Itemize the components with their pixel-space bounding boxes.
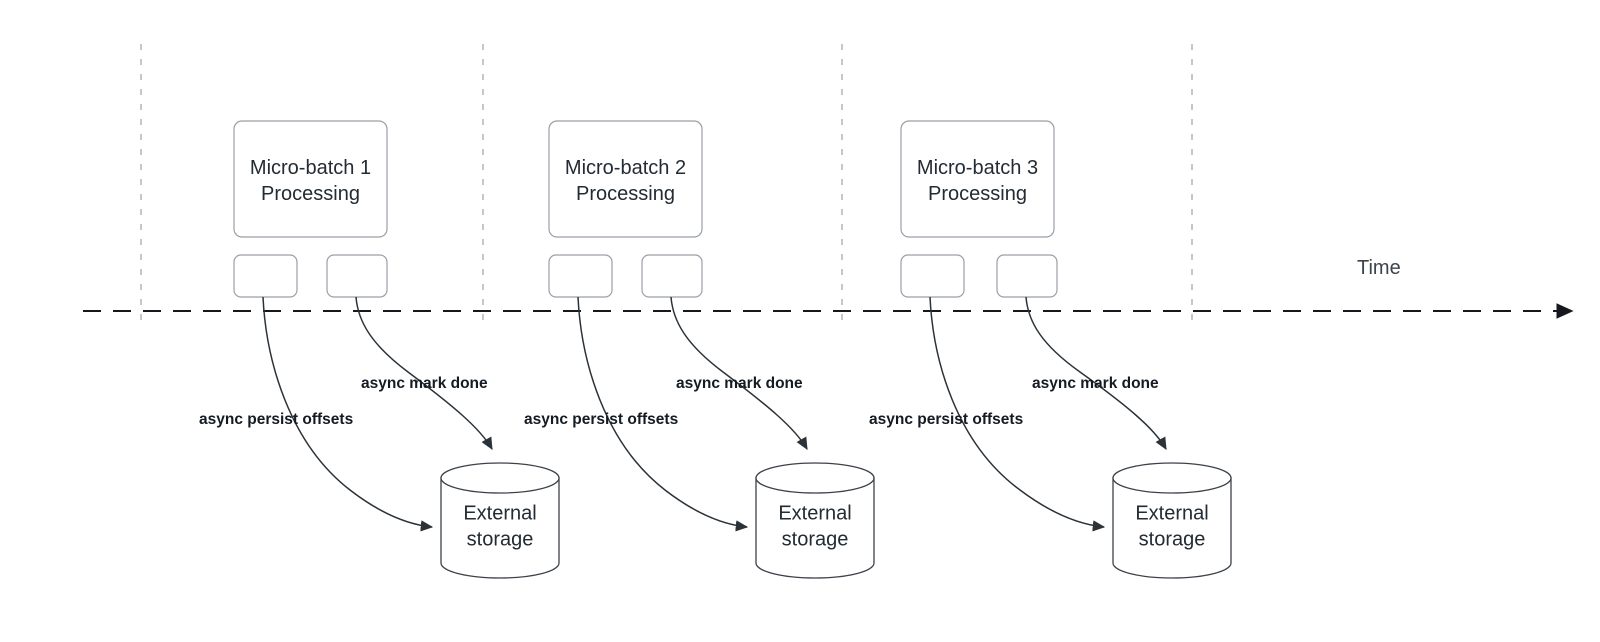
external-storage-node[interactable]: External storage [440,462,560,579]
edge-async-persist-offsets [929,296,1106,532]
edge-async-mark-done [670,296,808,450]
process-node-title: Micro-batch 1 [250,157,371,179]
time-axis-label: Time [1357,257,1401,279]
group-2: Micro-batch 2 Processing async persist off… [524,120,875,579]
external-storage-node[interactable]: External storage [1112,462,1232,579]
edge-async-mark-done [355,296,493,450]
task-box-mark[interactable] [996,254,1058,298]
storage-label-line2: storage [467,529,534,551]
storage-label-line1: External [463,503,536,525]
process-node-title: Micro-batch 2 [565,157,686,179]
task-box-mark[interactable] [326,254,388,298]
storage-cylinder-body[interactable] [1112,477,1232,579]
edge-label-async-persist-offsets: async persist offsets [199,411,353,428]
time-axis: Time [83,257,1574,319]
process-node-rect[interactable] [900,120,1055,238]
edge-label-async-mark-done: async mark done [676,375,803,392]
process-node-subtitle: Processing [576,183,675,205]
external-storage-node[interactable]: External storage [755,462,875,579]
process-node-rect[interactable] [548,120,703,238]
group-3: Micro-batch 3 Processing async persist off… [869,120,1232,579]
storage-cylinder-top[interactable] [1112,462,1232,494]
micro-batch-process-node[interactable]: Micro-batch 3 Processing [900,120,1055,238]
edge-label-async-mark-done: async mark done [361,375,488,392]
storage-cylinder-body[interactable] [440,477,560,579]
edge-label-async-persist-offsets: async persist offsets [869,411,1023,428]
task-box-mark[interactable] [641,254,703,298]
task-box-persist[interactable] [548,254,613,298]
task-box-persist[interactable] [233,254,298,298]
edge-async-mark-done [1025,296,1167,450]
edge-label-async-persist-offsets: async persist offsets [524,411,678,428]
process-node-subtitle: Processing [928,183,1027,205]
edge-async-persist-offsets [577,296,749,532]
micro-batch-groups: Micro-batch 1 Processing async persist off… [199,120,1232,579]
process-node-rect[interactable] [233,120,388,238]
storage-label-line2: storage [782,529,849,551]
storage-cylinder-body[interactable] [755,477,875,579]
process-node-subtitle: Processing [261,183,360,205]
storage-cylinder-top[interactable] [755,462,875,494]
edge-async-persist-offsets [262,296,434,532]
process-node-title: Micro-batch 3 [917,157,1038,179]
storage-label-line1: External [1135,503,1208,525]
storage-label-line1: External [778,503,851,525]
storage-cylinder-top[interactable] [440,462,560,494]
task-box-persist[interactable] [900,254,965,298]
micro-batch-process-node[interactable]: Micro-batch 1 Processing [233,120,388,238]
batch-boundary-gridlines [140,44,1193,328]
micro-batch-process-node[interactable]: Micro-batch 2 Processing [548,120,703,238]
storage-label-line2: storage [1139,529,1206,551]
group-1: Micro-batch 1 Processing async persist off… [199,120,560,579]
edge-label-async-mark-done: async mark done [1032,375,1159,392]
